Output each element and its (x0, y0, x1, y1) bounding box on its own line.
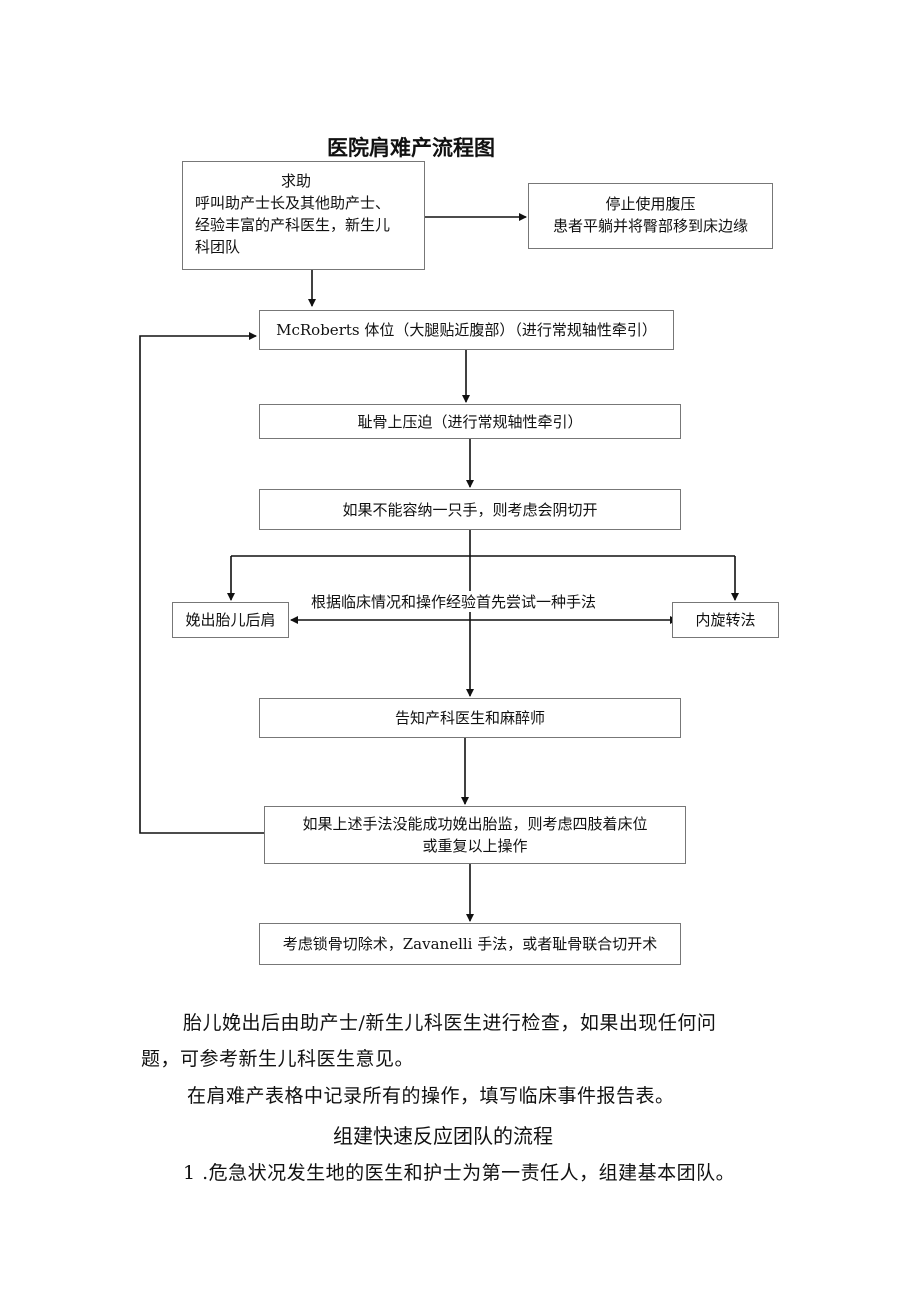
internal-rotation-text: 内旋转法 (695, 611, 756, 629)
all-fours-line: 如果上述手法没能成功娩出胎监，则考虑四肢着床位 (302, 815, 648, 833)
inform-text: 告知产科医生和麻醉师 (394, 709, 545, 727)
choice-label: 根据临床情况和操作经验首先尝试一种手法 (309, 591, 599, 612)
inform-box: 告知产科医生和麻醉师 (259, 698, 681, 738)
all-fours-box: 如果上述手法没能成功娩出胎监，则考虑四肢着床位 或重复以上操作 (264, 806, 686, 864)
episiotomy-text: 如果不能容纳一只手，则考虑会阴切开 (342, 501, 598, 519)
stop-line: 停止使用腹压 (605, 195, 696, 213)
posterior-shoulder-box: 娩出胎儿后肩 (172, 602, 289, 638)
paragraph-line: 题，可参考新生儿科医生意见。 (141, 1048, 415, 1070)
list-item: 1 .危急状况发生地的医生和护士为第一责任人，组建基本团队。 (183, 1162, 736, 1184)
help-heading: 求助 (281, 172, 312, 190)
episiotomy-box: 如果不能容纳一只手，则考虑会阴切开 (259, 489, 681, 530)
stop-line: 患者平躺并将臀部移到床边缘 (552, 217, 748, 235)
help-line: 科团队 (195, 238, 241, 256)
arrow-loop-back (139, 332, 264, 834)
paragraph-line: 在肩难产表格中记录所有的操作，填写临床事件报告表。 (187, 1085, 675, 1107)
internal-rotation-box: 内旋转法 (672, 602, 779, 638)
stop-box: 停止使用腹压 患者平躺并将臀部移到床边缘 (528, 183, 773, 249)
final-text: 考虑锁骨切除术，Zavanelli 手法，或者耻骨联合切开术 (282, 935, 658, 953)
suprapubic-text: 耻骨上压迫（进行常规轴性牵引） (357, 413, 583, 431)
help-line: 呼叫助产士长及其他助产士、 (195, 194, 391, 212)
help-box: 求助 呼叫助产士长及其他助产士、 经验丰富的产科医生，新生儿 科团队 (182, 161, 425, 270)
paragraph-line: 胎儿娩出后由助产士/新生儿科医生进行检查，如果出现任何问 (183, 1012, 717, 1034)
flowchart-title: 医院肩难产流程图 (327, 136, 495, 160)
section-heading: 组建快速反应团队的流程 (333, 1124, 553, 1148)
posterior-shoulder-text: 娩出胎儿后肩 (185, 611, 276, 629)
final-box: 考虑锁骨切除术，Zavanelli 手法，或者耻骨联合切开术 (259, 923, 681, 965)
help-line: 经验丰富的产科医生，新生儿 (195, 216, 391, 234)
suprapubic-box: 耻骨上压迫（进行常规轴性牵引） (259, 404, 681, 439)
all-fours-line: 或重复以上操作 (422, 837, 528, 855)
mcroberts-text: McRoberts 体位（大腿贴近腹部）（进行常规轴性牵引） (276, 321, 657, 339)
mcroberts-box: McRoberts 体位（大腿贴近腹部）（进行常规轴性牵引） (259, 310, 674, 350)
